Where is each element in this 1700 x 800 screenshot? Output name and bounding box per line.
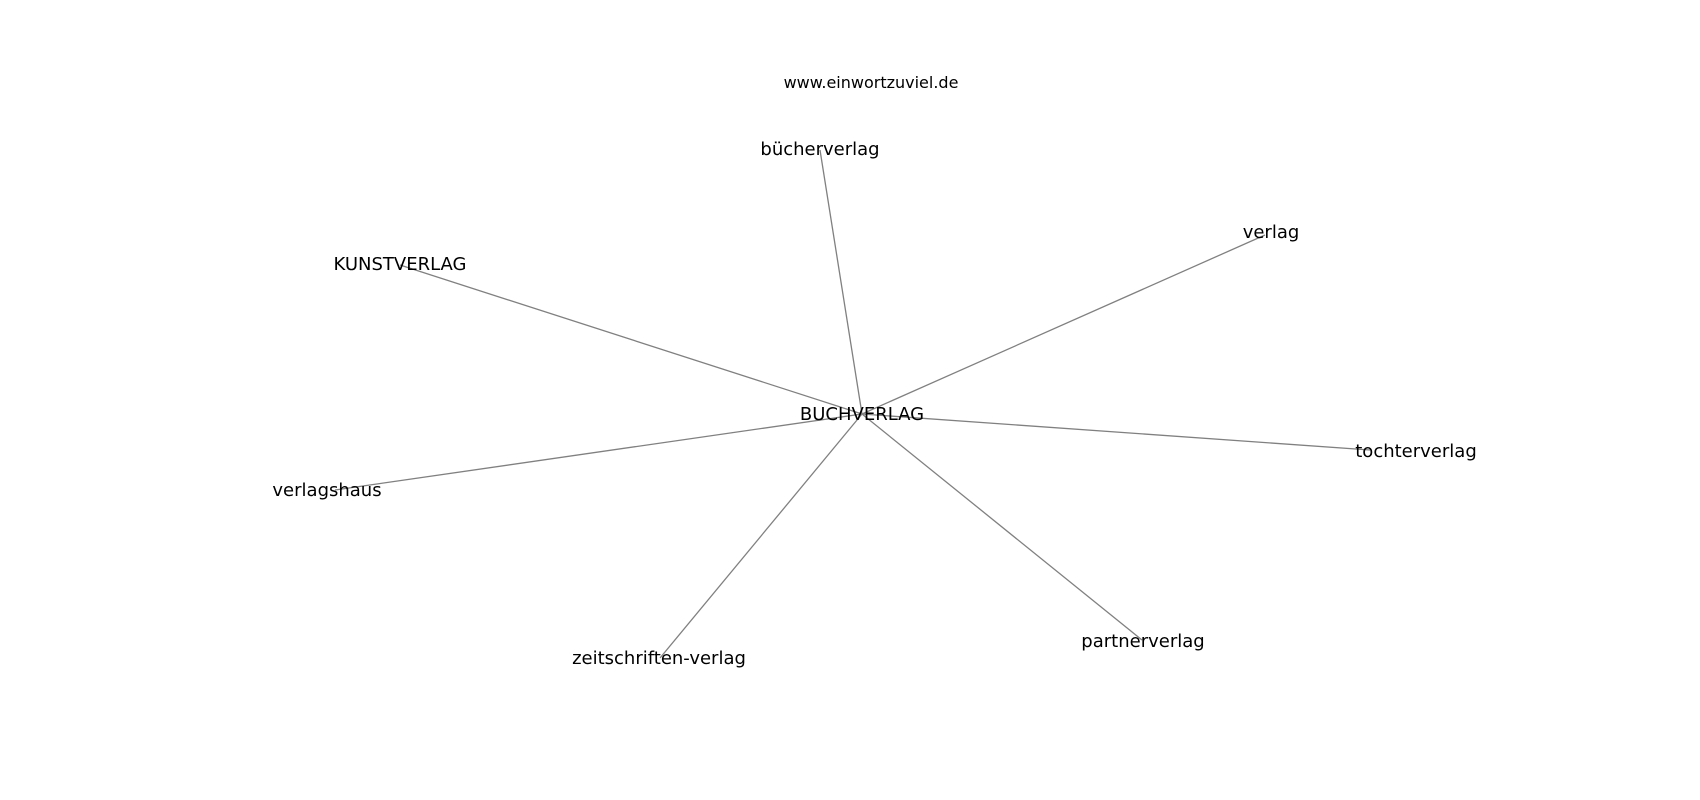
node-label-verlagshaus: verlagshaus [272,480,381,501]
node-labels: BUCHVERLAG bücherverlag verlag KUNSTVERL… [272,139,1476,669]
node-label-buecherverlag: bücherverlag [760,139,879,160]
site-url: www.einwortzuviel.de [784,73,959,92]
edge-buchverlag-verlag [861,234,1266,415]
edge-buchverlag-verlagshaus [334,413,863,491]
edge-buchverlag-kunstverlag [399,264,863,415]
node-label-verlag: verlag [1243,222,1300,243]
node-label-kunstverlag: KUNSTVERLAG [334,254,467,275]
edge-buchverlag-tochterverlag [861,413,1371,451]
node-label-partnerverlag: partnerverlag [1081,631,1204,652]
edge-buchverlag-partnerverlag [861,413,1143,641]
edge-buchverlag-zeitschriften-verlag [659,413,863,659]
edge-buchverlag-buecherverlag [819,149,863,415]
edges [334,149,1371,659]
node-label-center: BUCHVERLAG [800,404,924,425]
node-label-zeitschriften-verlag: zeitschriften-verlag [572,648,746,669]
node-label-tochterverlag: tochterverlag [1355,441,1477,462]
